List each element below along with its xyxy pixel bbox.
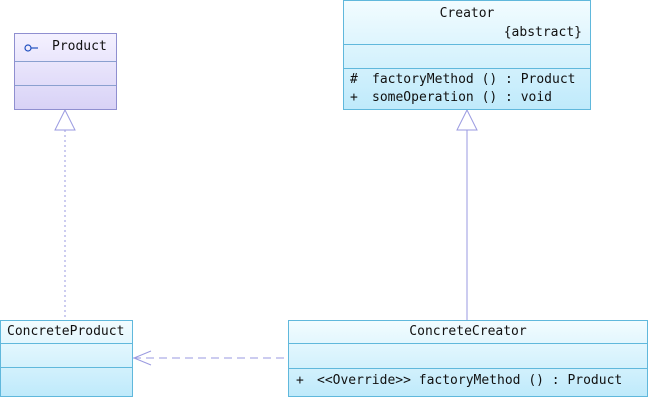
product-attributes-compartment — [15, 62, 116, 86]
concrete-product-attributes-compartment — [1, 344, 132, 368]
creator-operations-compartment: # factoryMethod () : Product + someOpera… — [344, 69, 590, 109]
concrete-product-operations-compartment — [1, 368, 132, 396]
product-operations-compartment — [15, 86, 116, 109]
class-concrete-product[interactable]: ConcreteProduct — [0, 320, 133, 397]
creator-abstract-tag: {abstract} — [503, 25, 582, 40]
creator-op-factory-method: factoryMethod () : Product — [372, 72, 576, 87]
interface-lollipop-icon — [24, 44, 38, 52]
class-concrete-creator[interactable]: ConcreteCreator + <<Override>> factoryMe… — [288, 320, 648, 397]
concrete-creator-attributes-compartment — [289, 344, 647, 369]
concrete-creator-class-name: ConcreteCreator — [409, 324, 527, 339]
dependency-arrowhead — [132, 350, 152, 366]
creator-attributes-compartment — [344, 45, 590, 69]
product-name-compartment: Product — [15, 34, 116, 62]
creator-class-name: Creator — [439, 6, 495, 21]
concrete-creator-name-compartment: ConcreteCreator — [289, 321, 647, 344]
concrete-creator-operations-compartment: + <<Override>> factoryMethod () : Produc… — [289, 369, 647, 396]
creator-op-visibility: # — [350, 72, 358, 87]
class-product[interactable]: Product — [14, 33, 117, 110]
product-class-name: Product — [52, 39, 107, 54]
concrete-product-name-compartment: ConcreteProduct — [1, 321, 132, 344]
creator-op-visibility: + — [350, 90, 358, 105]
concrete-product-class-name: ConcreteProduct — [7, 324, 125, 339]
generalization-arrowhead — [456, 108, 478, 131]
creator-op-some-operation: someOperation () : void — [372, 90, 553, 105]
concrete-creator-op-visibility: + — [296, 373, 304, 388]
realization-arrowhead — [54, 108, 76, 131]
class-creator[interactable]: Creator {abstract} # factoryMethod () : … — [343, 0, 591, 110]
concrete-creator-op-factory-method: <<Override>> factoryMethod () : Product — [317, 373, 623, 388]
creator-name-compartment: Creator {abstract} — [344, 1, 590, 45]
